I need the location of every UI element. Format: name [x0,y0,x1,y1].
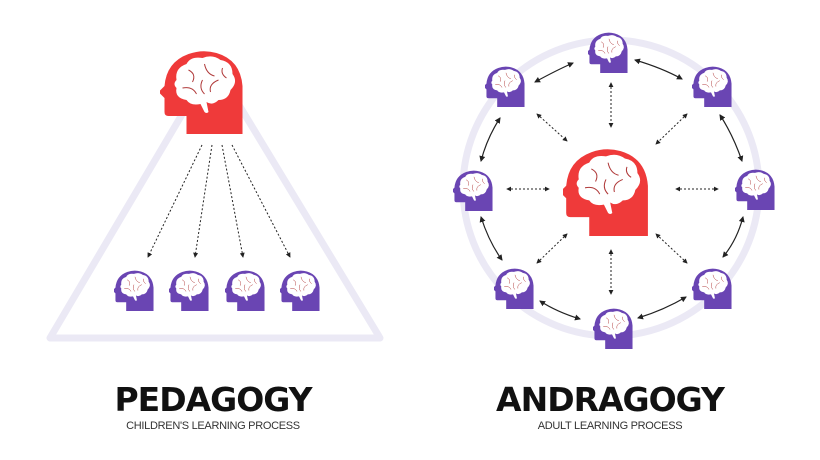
learner-head-icon [494,268,534,309]
andragogy-title: ANDRAGOGY [496,380,725,419]
learner-head-icon [453,170,493,211]
arrow-to-learner-3 [221,144,245,258]
one-way-arrows [147,144,291,258]
two-way-dashed-arrows [506,82,719,295]
teacher-head-icon [160,51,243,134]
pedagogy-diagram [46,51,384,342]
learner-head-icon [593,308,633,349]
learner-head-icon [735,169,775,210]
learner-head-icon [692,268,732,309]
pedagogy-triangle-outline [46,58,384,342]
center-head-icon [563,149,648,236]
learner-head-icon [114,270,154,311]
learner-head-icon [692,66,732,107]
two-way-solid-arrows [479,58,745,321]
arrow-to-learner-1 [147,144,203,258]
learner-head-icon [225,270,265,311]
andragogy-diagram [453,32,775,349]
pedagogy-title: PEDAGOGY [114,380,312,419]
pedagogy-subtitle: CHILDREN'S LEARNING PROCESS [126,420,300,432]
learner-head-icon [169,270,209,311]
andragogy-subtitle: ADULT LEARNING PROCESS [537,420,683,432]
arrow-to-learner-4 [231,144,291,258]
arrow-to-learner-2 [193,144,213,258]
learner-head-icon [280,270,320,311]
